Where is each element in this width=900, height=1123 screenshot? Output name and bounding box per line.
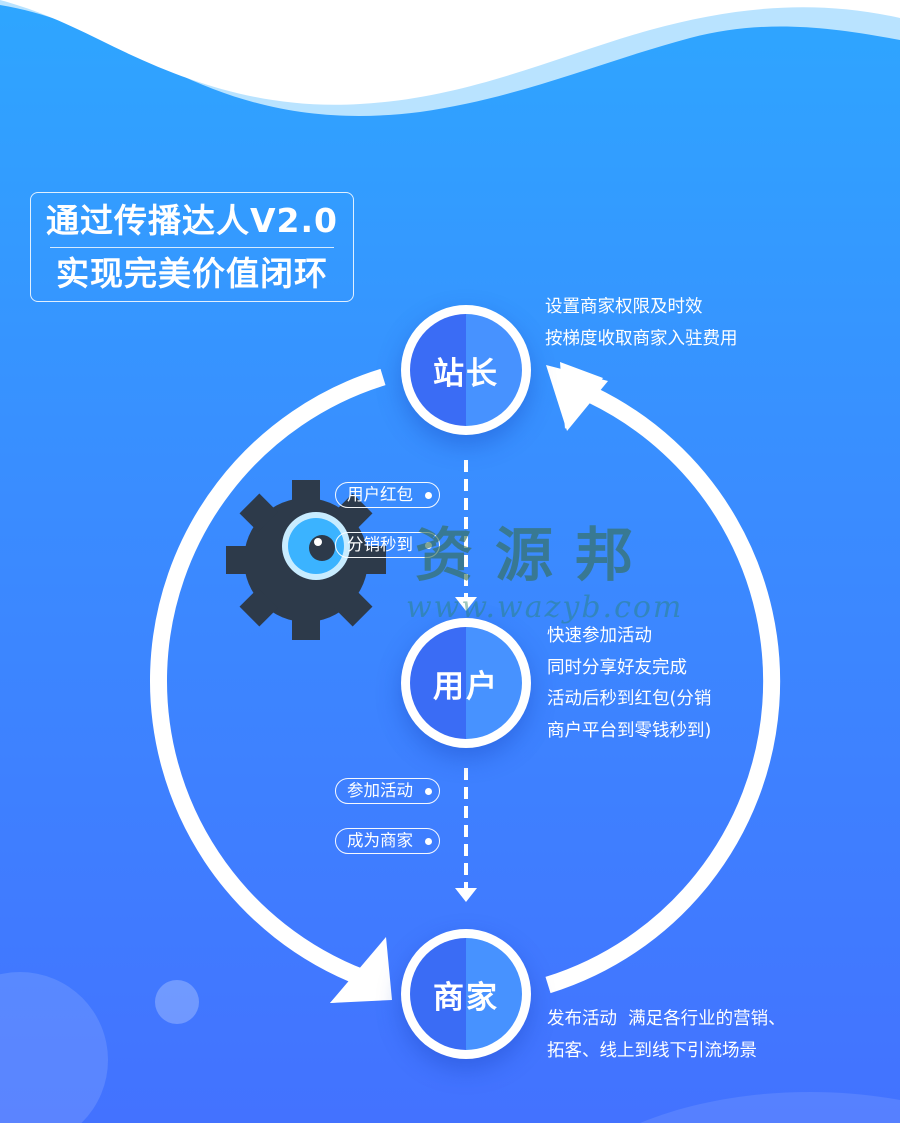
cycle-arrow-right <box>545 387 781 994</box>
bottom-wave <box>640 1091 900 1123</box>
flow-tag-join-activity: 参加活动 <box>335 778 440 804</box>
decor-circle-small <box>155 980 199 1024</box>
node-merchant: 商家 <box>401 929 531 1059</box>
dot-icon <box>425 837 432 845</box>
title-line-1: 通过传播达人V2.0 <box>46 201 338 240</box>
title-box: 通过传播达人V2.0 实现完美价值闭环 <box>30 192 354 302</box>
flow-tag-user-red-packet: 用户红包 <box>335 482 440 508</box>
merchant-description: 发布活动 满足各行业的营销、 拓客、线上到线下引流场景 <box>547 1004 786 1067</box>
node-user-label: 用户 <box>410 627 522 739</box>
user-description: 快速参加活动 同时分享好友完成 活动后秒到红包(分销 商户平台到零钱秒到) <box>547 621 711 747</box>
top-wave-white <box>0 0 900 105</box>
flow-arrowhead-user-merchant <box>455 888 477 902</box>
user-desc-line: 同时分享好友完成 <box>547 657 687 678</box>
flow-arrowhead-station-user <box>455 597 477 611</box>
cycle-arrow-left <box>150 368 386 986</box>
dot-icon <box>425 491 432 499</box>
merchant-desc-line: 拓客、线上到线下引流场景 <box>547 1040 757 1061</box>
node-station-label: 站长 <box>410 314 522 426</box>
node-station: 站长 <box>401 305 531 435</box>
flow-tag-label: 分销秒到 <box>347 535 413 554</box>
flow-tag-label: 用户红包 <box>347 485 413 504</box>
flow-tag-label: 成为商家 <box>347 831 413 850</box>
dot-icon <box>425 787 432 795</box>
flow-tag-become-merchant: 成为商家 <box>335 828 440 854</box>
title-line-2: 实现完美价值闭环 <box>56 254 328 293</box>
user-desc-line: 快速参加活动 <box>547 626 652 646</box>
watermark-text-url: www.wazyb.com <box>406 590 684 625</box>
user-desc-line: 商户平台到零钱秒到) <box>547 720 712 741</box>
node-merchant-label: 商家 <box>410 938 522 1050</box>
station-desc-line: 设置商家权限及时效 <box>545 297 703 317</box>
title-divider <box>50 247 334 248</box>
station-description: 设置商家权限及时效 按梯度收取商家入驻费用 <box>545 292 738 355</box>
flow-tag-label: 参加活动 <box>347 781 413 800</box>
gear-icon <box>226 480 386 640</box>
node-user: 用户 <box>401 618 531 748</box>
station-desc-line: 按梯度收取商家入驻费用 <box>545 328 738 349</box>
dot-icon <box>425 541 432 549</box>
watermark-text-cn: 资源邦 <box>415 521 656 589</box>
merchant-desc-line: 发布活动 满足各行业的营销、 <box>547 1009 786 1029</box>
user-desc-line: 活动后秒到红包(分销 <box>547 689 712 709</box>
decor-circle-large <box>0 972 108 1123</box>
flow-tag-distribution-instant: 分销秒到 <box>335 532 440 558</box>
